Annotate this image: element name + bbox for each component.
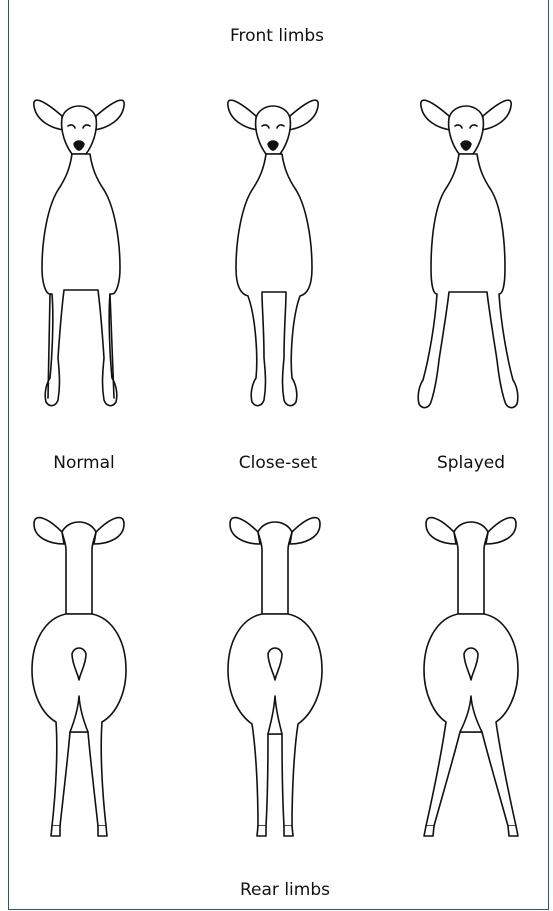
- front-deer-close-set: [222, 88, 332, 418]
- front-deer-normal: [28, 88, 138, 418]
- rear-limbs-title: Rear limbs: [240, 880, 330, 900]
- rear-deer-close-set: [222, 510, 332, 840]
- label-close-set: Close-set: [239, 453, 317, 473]
- label-splayed: Splayed: [437, 453, 505, 473]
- rear-deer-splayed: [418, 510, 528, 840]
- label-normal: Normal: [53, 453, 115, 473]
- front-deer-splayed: [415, 88, 525, 418]
- front-limbs-title: Front limbs: [230, 26, 324, 46]
- rear-deer-normal: [26, 510, 136, 840]
